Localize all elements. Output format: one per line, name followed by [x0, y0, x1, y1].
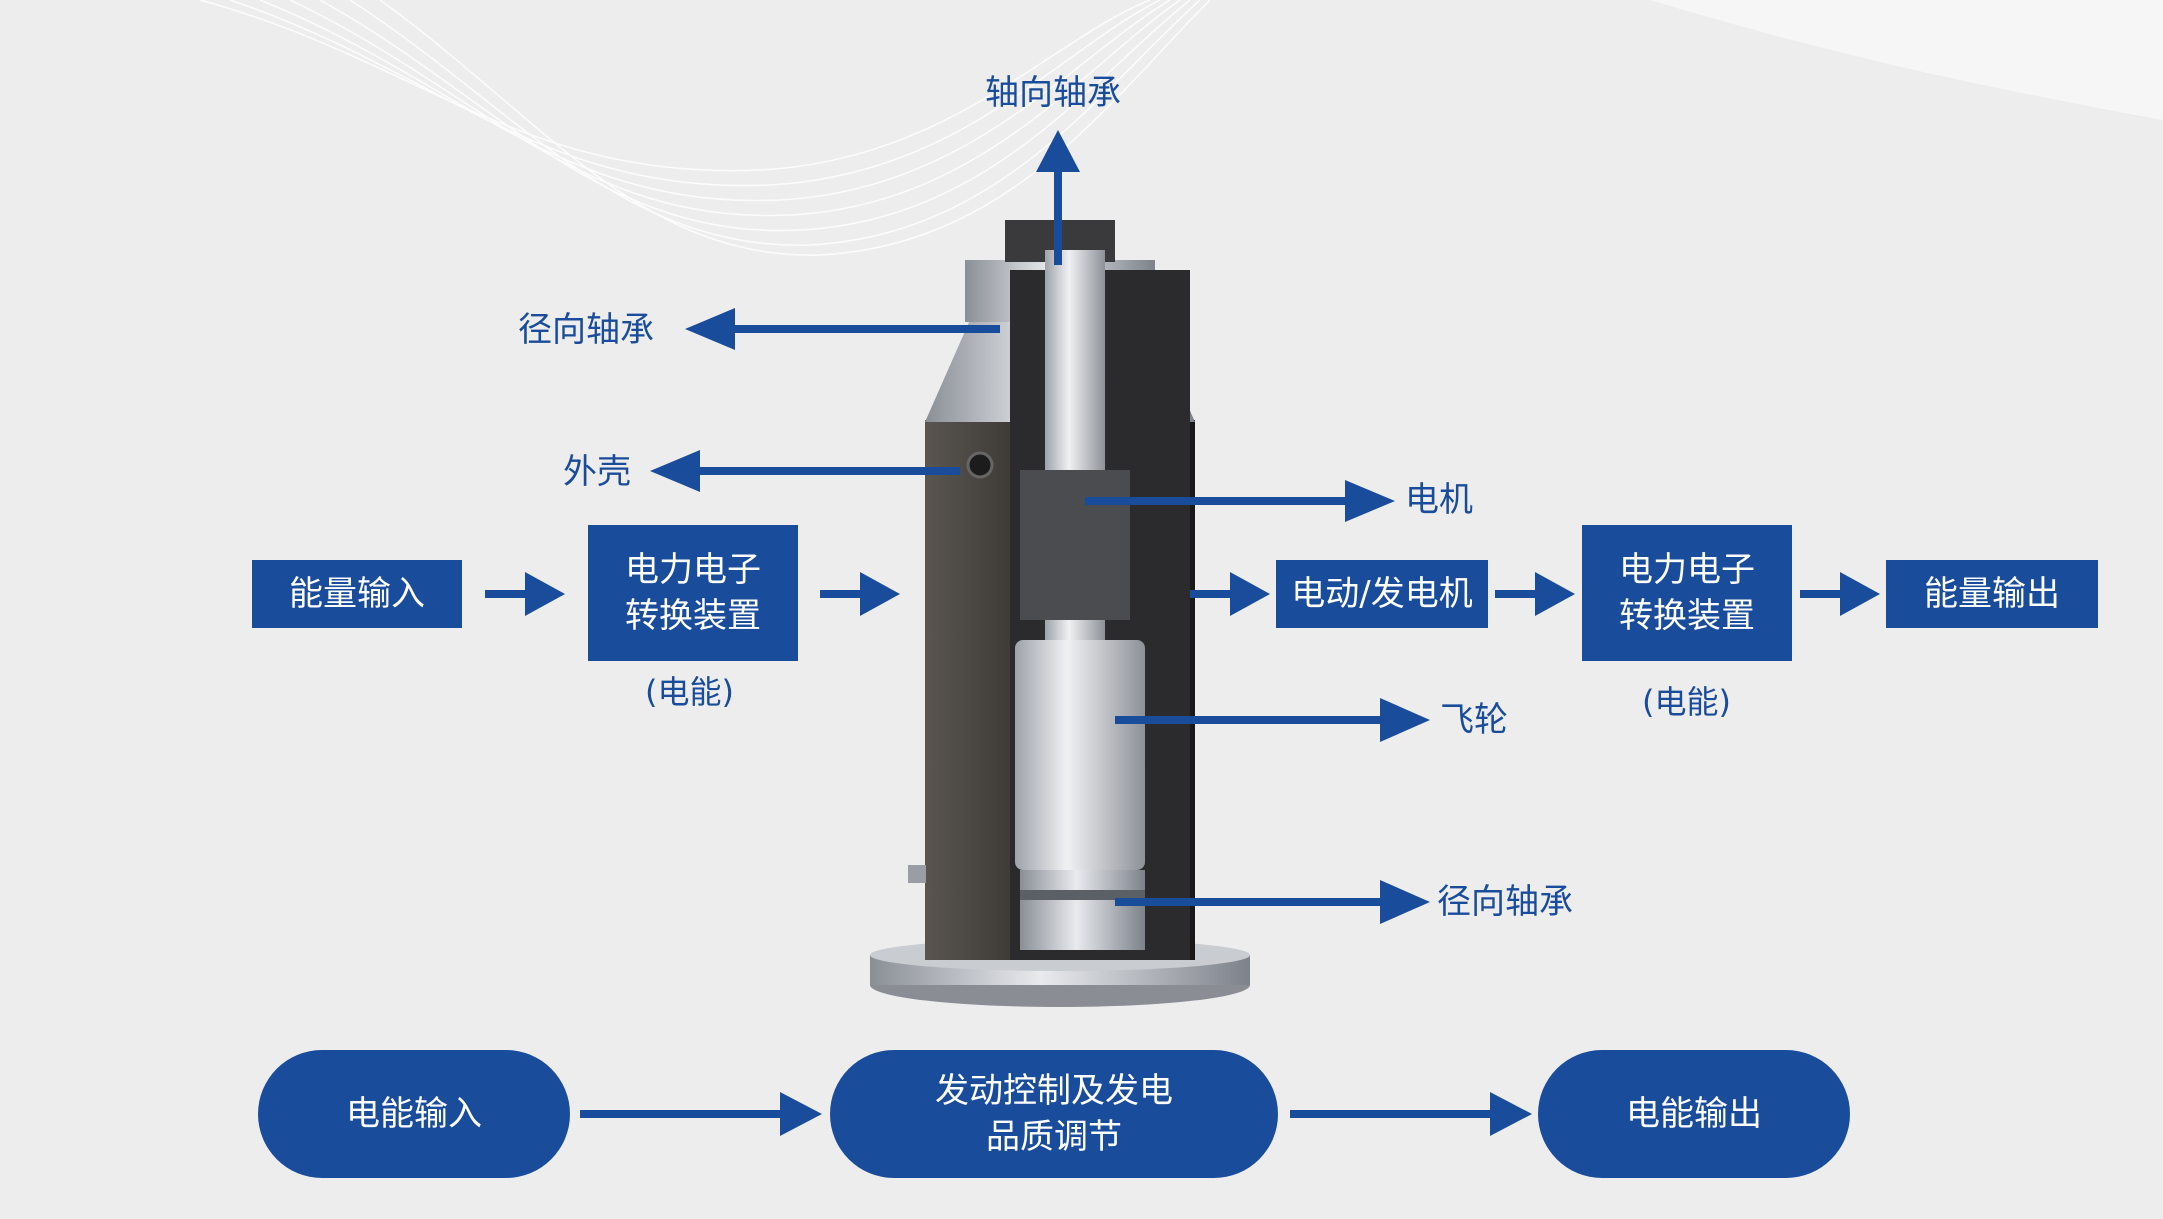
energy-output-box: 能量输出 — [1886, 560, 2098, 628]
flywheel-machine-illustration — [870, 220, 1250, 1007]
label-housing: 外壳 — [563, 452, 631, 492]
converter-right-box: 电力电子 转换装置 — [1582, 525, 1792, 661]
arrow-axial-bearing — [1054, 170, 1062, 265]
converter-right-subtitle: (电能) — [1642, 683, 1731, 721]
converter-left-box: 电力电子 转换装置 — [588, 525, 798, 661]
arrow-radial-bearing-bottom — [1115, 898, 1390, 906]
label-flywheel: 飞轮 — [1440, 700, 1508, 740]
control-regulation-pill: 发动控制及发电 品质调节 — [830, 1050, 1278, 1178]
electric-input-pill: 电能输入 — [258, 1050, 570, 1178]
arrow-motor — [1085, 497, 1350, 505]
arrow-flywheel — [1115, 716, 1390, 724]
arrow-housing — [695, 467, 960, 475]
energy-input-box: 能量输入 — [252, 560, 462, 628]
motor-generator-box: 电动/发电机 — [1276, 560, 1488, 628]
arrow-radial-bearing-top — [730, 325, 1000, 333]
converter-left-subtitle: (电能) — [645, 673, 734, 711]
label-motor: 电机 — [1405, 480, 1473, 520]
label-radial-bearing-bottom: 径向轴承 — [1437, 882, 1573, 922]
electric-output-pill: 电能输出 — [1538, 1050, 1850, 1178]
label-axial-bearing: 轴向轴承 — [985, 73, 1121, 113]
label-radial-bearing-top: 径向轴承 — [518, 310, 654, 350]
